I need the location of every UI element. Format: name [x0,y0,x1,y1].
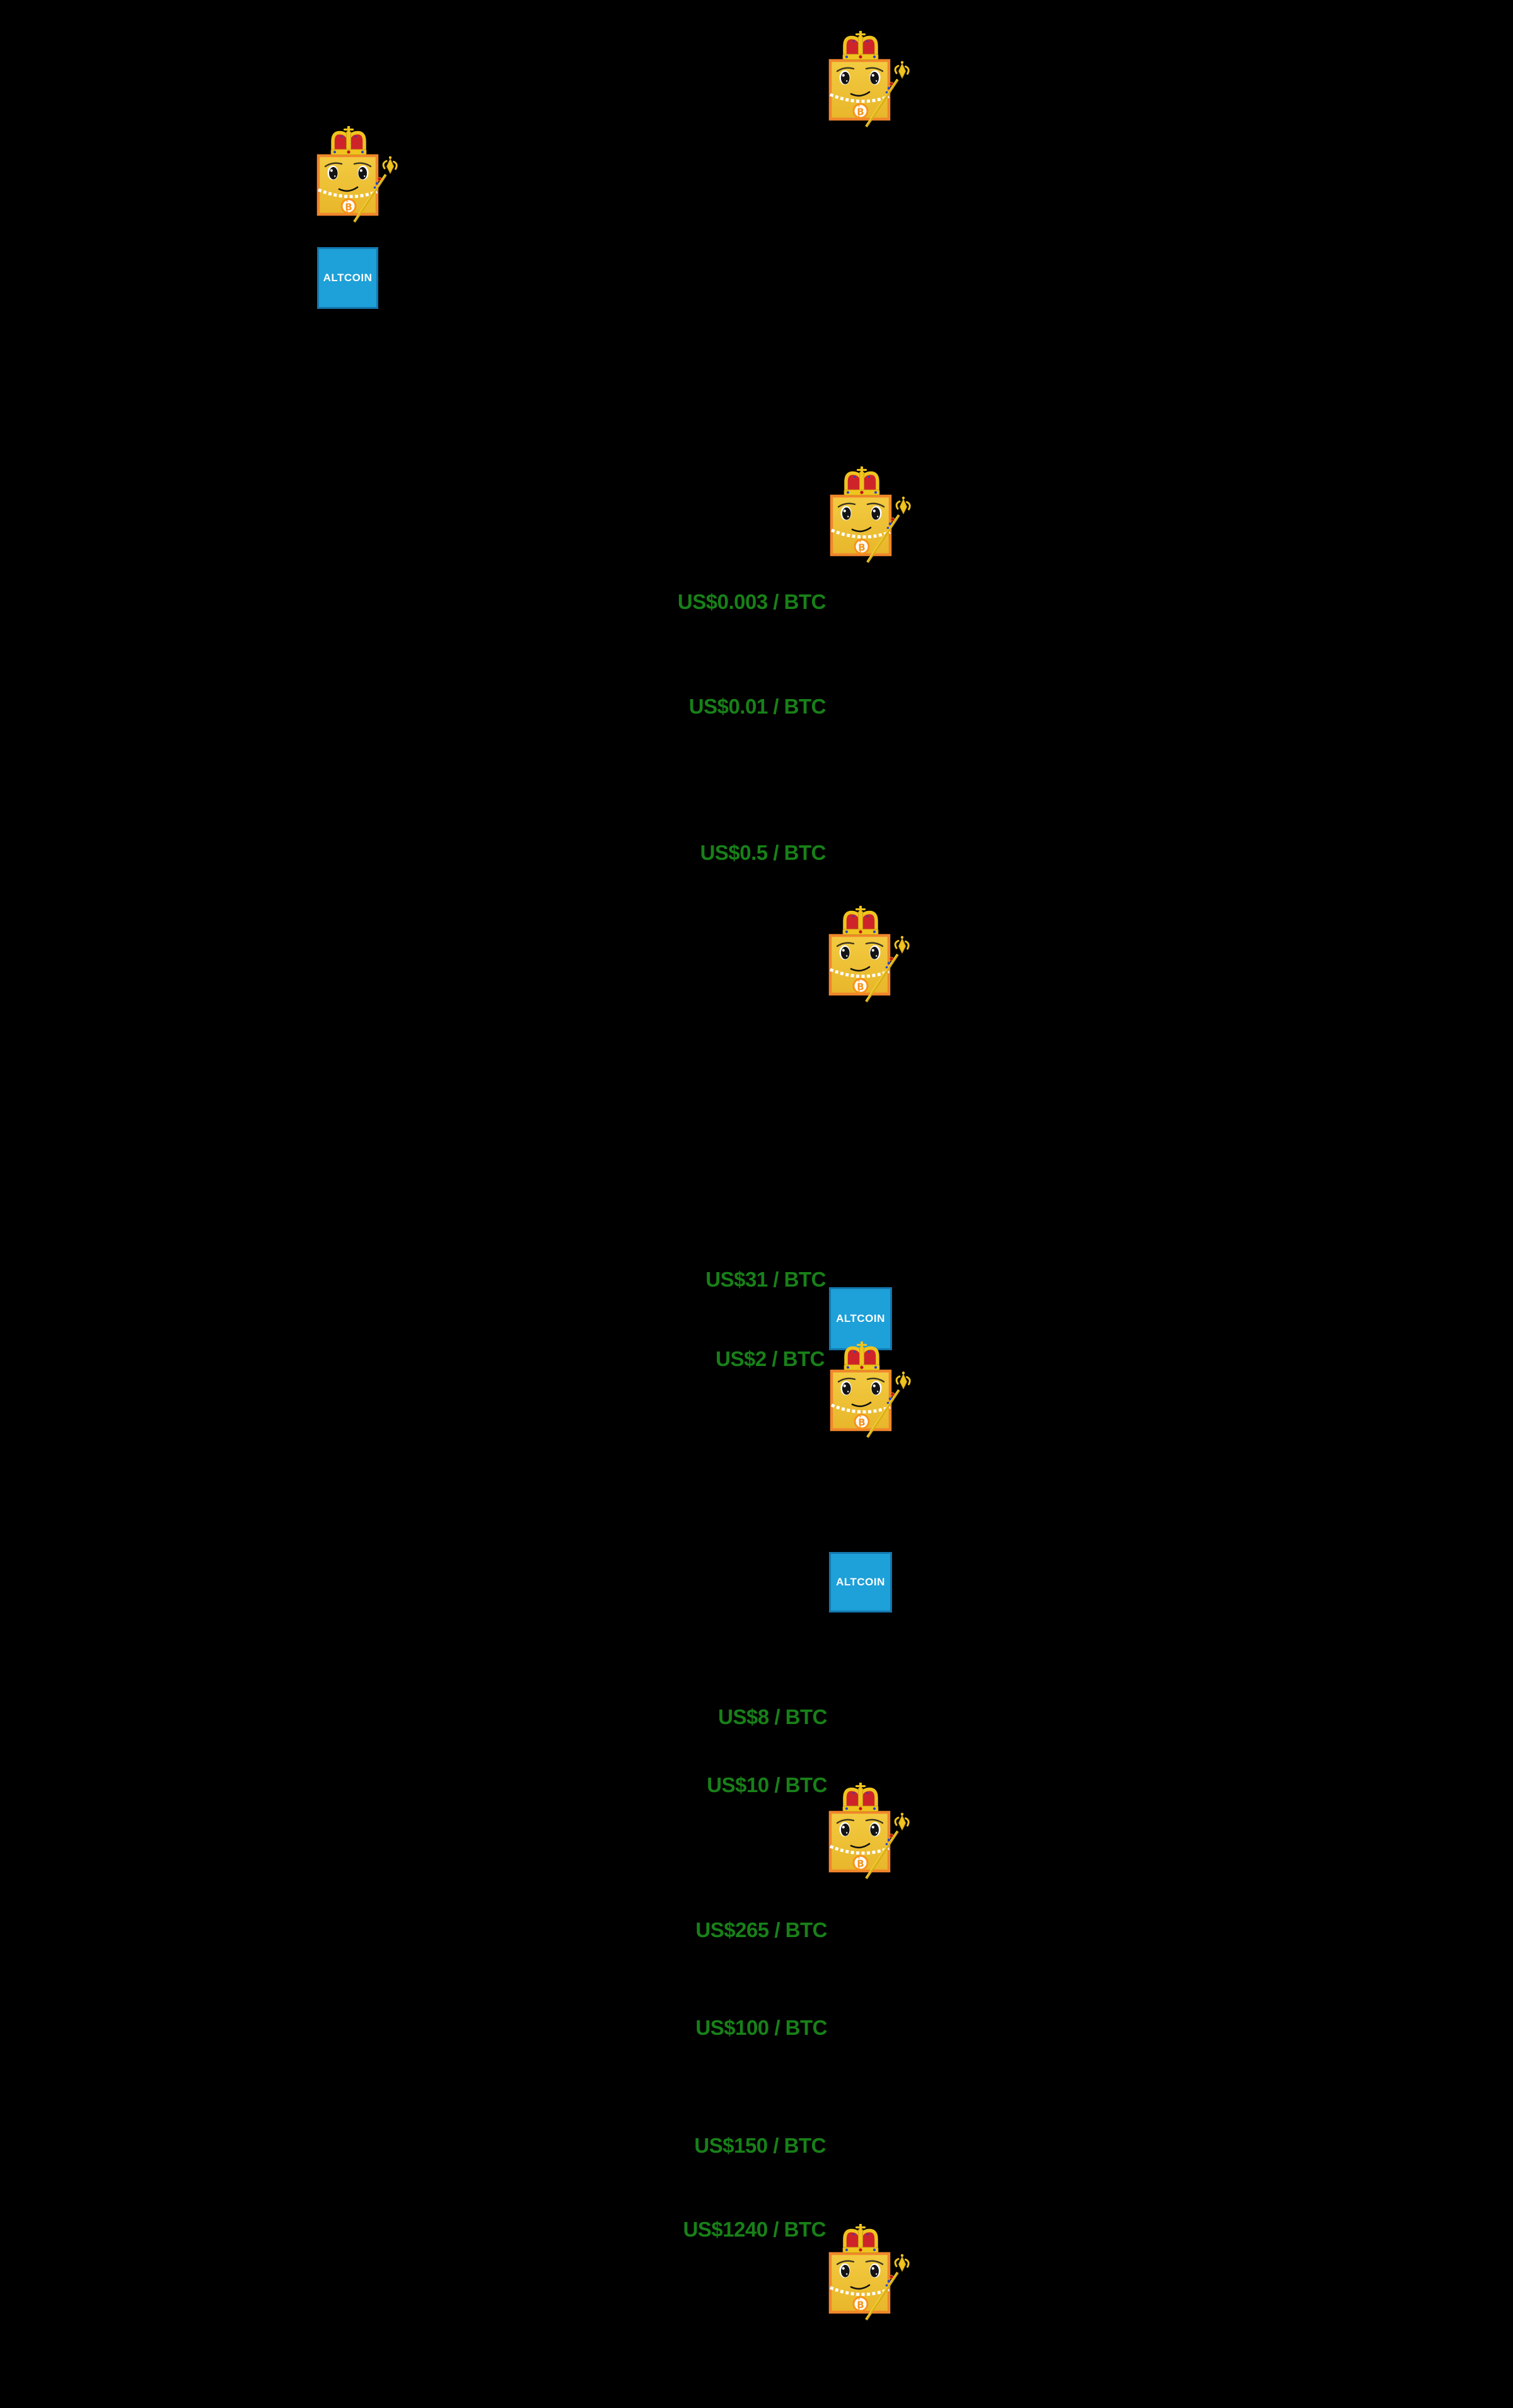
bitcoin-king-icon [826,31,911,132]
price-label: US$31 / BTC [705,1268,826,1291]
bitcoin-king-icon [827,1341,912,1442]
price-label: US$2 / BTC [716,1347,825,1370]
bitcoin-king-mascot [826,2224,911,2325]
price-label: US$1240 / BTC [683,2218,826,2241]
bitcoin-king-icon [827,466,912,567]
price-label: US$0.5 / BTC [700,841,826,864]
altcoin-box: ALTCOIN [829,1287,892,1350]
altcoin-box: ALTCOIN [317,247,378,309]
bitcoin-king-icon [826,906,911,1007]
price-label: US$150 / BTC [694,2134,826,2157]
bitcoin-king-icon [314,126,399,227]
price-label: US$0.01 / BTC [688,695,826,718]
price-label: US$8 / BTC [718,1705,827,1728]
bitcoin-king-mascot [826,31,911,132]
bitcoin-king-icon [826,1783,911,1884]
price-label: US$265 / BTC [695,1918,827,1942]
price-label: US$10 / BTC [707,1773,827,1797]
bitcoin-king-icon [826,2224,911,2325]
bitcoin-king-mascot [827,466,912,567]
altcoin-label: ALTCOIN [323,272,373,284]
bitcoin-king-mascot [826,1783,911,1884]
bitcoin-king-mascot [826,906,911,1007]
altcoin-box: ALTCOIN [829,1552,892,1612]
bitcoin-king-mascot [827,1341,912,1442]
price-label: US$100 / BTC [695,2016,827,2039]
price-label: US$0.003 / BTC [677,590,826,613]
altcoin-label: ALTCOIN [836,1312,885,1324]
altcoin-label: ALTCOIN [836,1576,885,1588]
bitcoin-king-mascot [314,126,399,227]
